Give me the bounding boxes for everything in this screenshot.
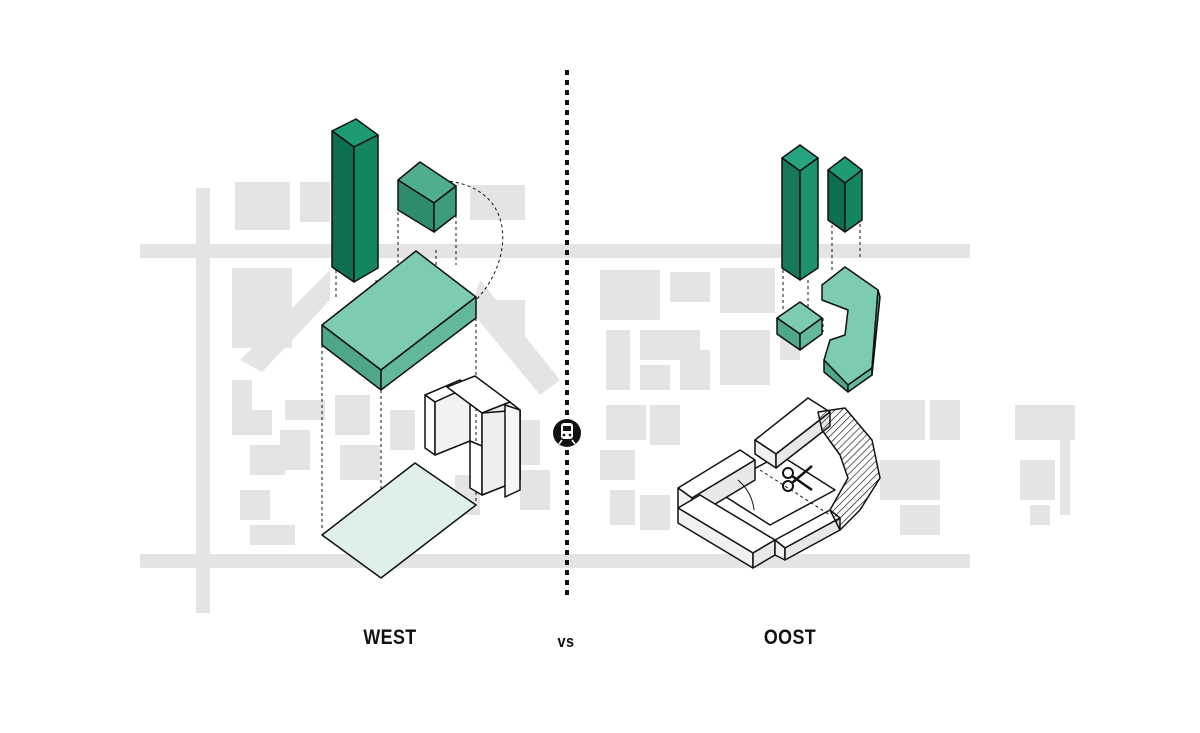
oost-group	[677, 144, 881, 569]
train-icon	[553, 419, 581, 447]
west-podium	[321, 250, 477, 391]
background-map	[140, 182, 1075, 613]
west-tower-tall	[331, 118, 379, 283]
oost-tower-left	[781, 144, 819, 281]
label-west: WEST	[363, 626, 417, 649]
road-horizontal-top	[140, 244, 970, 258]
west-group	[321, 118, 521, 579]
scissors-icon	[782, 465, 813, 492]
road-vertical-left	[196, 188, 210, 613]
west-plot	[321, 462, 477, 579]
label-vs: vs	[557, 632, 575, 651]
oost-existing-buildings	[677, 397, 881, 569]
road-horizontal-bottom	[140, 554, 970, 568]
oost-l-block	[821, 266, 881, 393]
oost-demolished-part	[817, 407, 881, 531]
road-vertical-far-right	[1060, 405, 1070, 515]
west-cube-block	[397, 161, 457, 233]
west-existing-building	[424, 375, 521, 498]
label-oost: OOST	[763, 626, 817, 649]
oost-tower-right	[827, 156, 863, 233]
oost-small-block	[776, 301, 823, 351]
